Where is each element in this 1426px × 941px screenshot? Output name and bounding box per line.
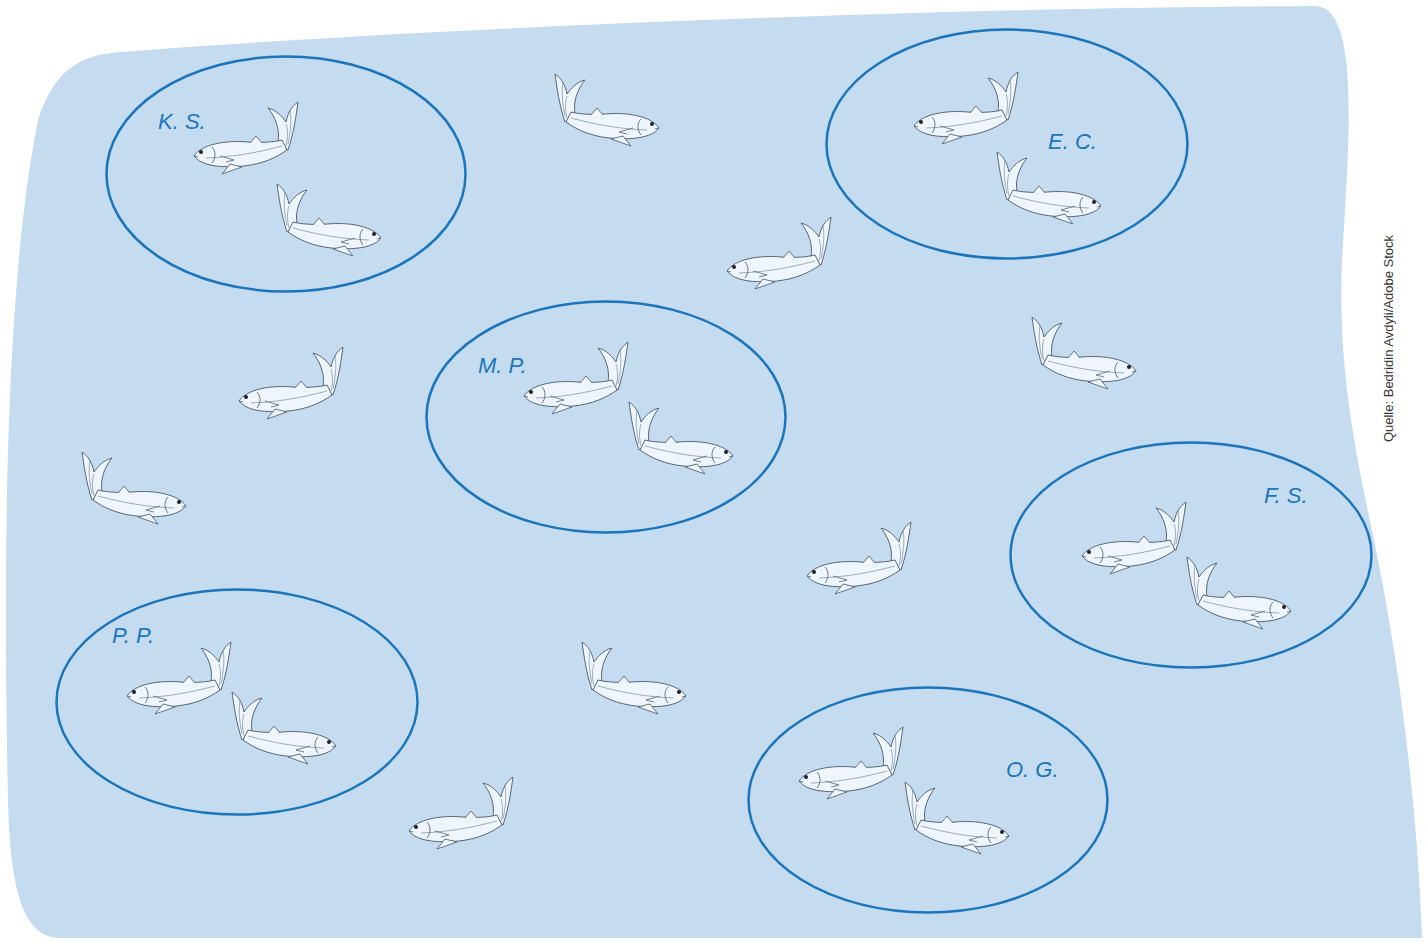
fish: [82, 452, 186, 524]
group-ellipse: F. S.: [1009, 441, 1373, 669]
group-ellipse: E. C.: [825, 28, 1189, 260]
fish: [807, 522, 911, 594]
group-ellipse: P. P.: [55, 588, 419, 816]
fish: [799, 727, 903, 799]
ellipse-outline: [747, 686, 1109, 914]
fish: [1032, 317, 1136, 389]
initials-label: F. S.: [1264, 484, 1308, 508]
fish: [629, 402, 733, 474]
group-ellipse: O. G.: [747, 686, 1109, 914]
initials-label: K. S.: [158, 110, 206, 134]
ellipse-outline: [107, 57, 466, 292]
ellipse-outline: [55, 588, 419, 816]
fish: [727, 217, 831, 289]
ellipse-outline: [1009, 441, 1373, 669]
initials-label: M. P.: [478, 354, 527, 378]
fish: [914, 72, 1018, 144]
fish: [239, 347, 343, 419]
ellipse-outline: [425, 300, 787, 534]
fish: [997, 152, 1101, 224]
ellipse-outline: [825, 28, 1189, 260]
fish: [194, 102, 298, 174]
fish: [1082, 502, 1186, 574]
fish: [127, 642, 231, 714]
group-ellipse: M. P.: [425, 300, 787, 534]
fish: [555, 74, 659, 146]
ellipse-outline: [57, 590, 418, 815]
fish-group: [82, 72, 1291, 854]
ellipse-outline: [105, 55, 467, 293]
fish: [905, 782, 1009, 854]
fish: [524, 342, 628, 414]
pond-water: [6, 6, 1422, 938]
fish: [409, 777, 513, 849]
ellipse-outline: [749, 688, 1108, 913]
group-ellipse: K. S.: [105, 55, 467, 293]
source-credit: Quelle: Bedridin Avdyli/Adobe Stock: [1381, 234, 1396, 441]
fish: [277, 184, 381, 256]
initials-label: P. P.: [112, 624, 154, 648]
fish: [1187, 557, 1291, 629]
ellipse-outline: [1011, 443, 1372, 668]
initials-label: O. G.: [1006, 758, 1059, 782]
ellipse-outline: [427, 302, 786, 533]
initials-label: E. C.: [1048, 130, 1097, 154]
fish: [582, 642, 686, 714]
fish: [232, 692, 336, 764]
ellipse-outline: [827, 30, 1188, 259]
